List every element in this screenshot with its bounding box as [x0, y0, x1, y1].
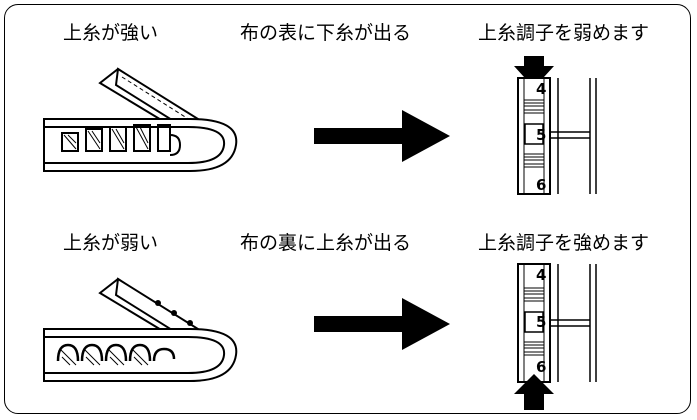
top-fabric-illustration	[43, 67, 238, 172]
top-effect-label: 布の表に下糸が出る	[240, 22, 412, 44]
bottom-tension-dial	[514, 263, 597, 410]
bottom-action-label: 上糸調子を強めます	[478, 232, 650, 254]
top-dial-number-4: 4	[536, 80, 547, 98]
top-tension-dial	[514, 56, 597, 195]
top-dial-number-6: 6	[536, 176, 547, 194]
top-dial-number-5: 5	[536, 126, 547, 144]
top-arrow	[314, 110, 450, 162]
bottom-dial-number-4: 4	[536, 266, 547, 284]
bottom-arrow	[314, 298, 450, 350]
bottom-effect-label: 布の裏に上糸が出る	[240, 232, 412, 254]
bottom-condition-label: 上糸が弱い	[63, 232, 159, 254]
bottom-dial-number-6: 6	[536, 358, 547, 376]
diagram-frame	[4, 4, 691, 414]
bottom-fabric-illustration	[43, 277, 238, 382]
top-action-label: 上糸調子を弱めます	[478, 22, 650, 44]
bottom-dial-number-5: 5	[536, 313, 547, 331]
top-condition-label: 上糸が強い	[63, 22, 159, 44]
